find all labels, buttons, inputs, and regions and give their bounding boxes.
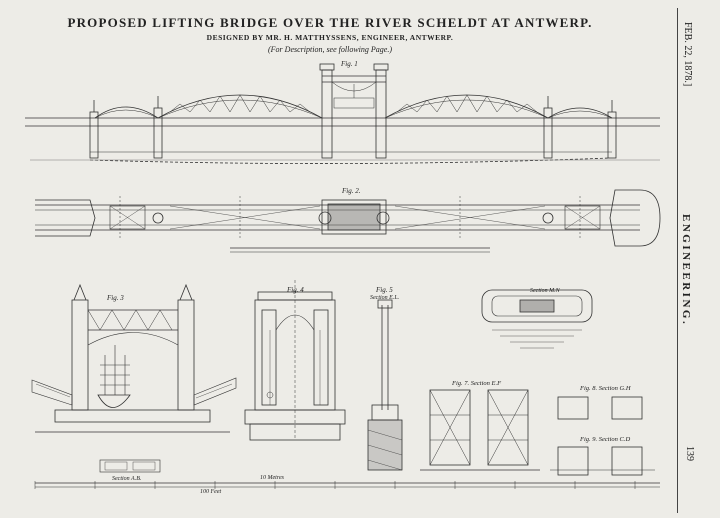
scale-metres-label: 10 Metres xyxy=(260,475,285,481)
fig7-section xyxy=(420,389,540,471)
fig2-plan xyxy=(35,189,661,253)
fig8-label: Fig. 8. Section G.H xyxy=(579,385,631,392)
description-note: (For Description, see following Page.) xyxy=(268,45,392,54)
fig2-label: Fig. 2. xyxy=(341,187,361,195)
scale-feet-label: 100 Feet xyxy=(200,489,221,495)
section-ab-label: Section A.B. xyxy=(112,476,141,482)
fig6-section xyxy=(481,289,593,349)
issue-date: FEB. 22, 1878.] xyxy=(682,22,693,87)
fig5-section xyxy=(367,299,403,471)
fig5-label: Fig. 5 xyxy=(375,286,393,294)
fig4-label: Fig. 4 xyxy=(286,286,304,294)
fig7-label: Fig. 7. Section E.F xyxy=(451,380,502,387)
fig6-section-label: Section M.N xyxy=(530,288,561,294)
designer-line: DESIGNED BY MR. H. MATTHYSSENS, ENGINEER… xyxy=(206,33,454,42)
fig1-elevation xyxy=(25,63,660,164)
fig8-fig9-sections xyxy=(550,396,655,476)
page-title: PROPOSED LIFTING BRIDGE OVER THE RIVER S… xyxy=(67,15,593,30)
fig5-section-label: Section E.L. xyxy=(370,295,399,301)
bottom-scale xyxy=(34,481,660,489)
page-number: 139 xyxy=(684,446,695,461)
fig3-label: Fig. 3 xyxy=(106,294,124,302)
fig1-label: Fig. 1 xyxy=(340,60,358,68)
fig3-end-elevation xyxy=(31,283,237,473)
fig4-tower xyxy=(244,280,346,441)
margin-rule xyxy=(677,8,678,513)
magazine-name: ENGINEERING. xyxy=(680,214,692,327)
fig9-label: Fig. 9. Section C.D xyxy=(579,436,630,443)
